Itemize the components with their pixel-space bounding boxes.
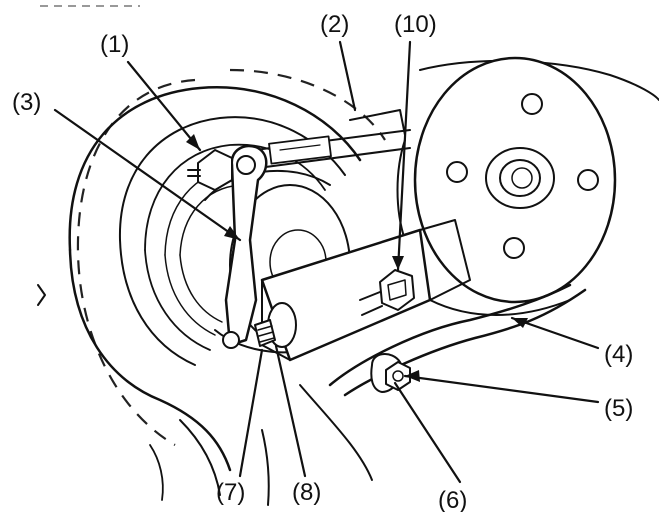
cam-housing: [260, 219, 471, 362]
callout-3: (3): [12, 89, 41, 116]
brake-rod: [254, 109, 411, 169]
tire: [68, 86, 373, 506]
leader-4: [510, 316, 600, 350]
leader-8: [274, 344, 307, 478]
callout-6: (6): [438, 487, 467, 512]
wheel-dashed-outline: [76, 68, 386, 446]
leader-7: [238, 348, 264, 478]
arrowhead-3: [224, 226, 240, 240]
callout-10: (10): [394, 11, 437, 38]
leader-arrowheads: [186, 134, 528, 382]
callout-8: (8): [292, 479, 321, 506]
leader-5: [403, 374, 600, 404]
callout-labels: (1) (2) (3) (4) (5) (6) (7) (8) (10): [12, 11, 633, 512]
hub-plate: [396, 56, 659, 316]
lock-bolt: [254, 319, 276, 347]
arrowhead-5: [405, 370, 420, 382]
adjust-nut: [187, 149, 233, 191]
wheel-edge-tick: [37, 284, 46, 306]
arrowhead-4: [512, 318, 528, 328]
callout-5: (5): [604, 395, 633, 422]
callout-7: (7): [216, 479, 245, 506]
leader-6: [393, 381, 462, 484]
leader-1: [126, 60, 202, 152]
arrowhead-1: [186, 134, 200, 150]
callout-4: (4): [604, 341, 633, 368]
leader-2: [338, 40, 357, 112]
brake-arm: [222, 144, 268, 349]
callout-1: (1): [100, 31, 129, 58]
pivot-nut: [385, 361, 411, 391]
leader-lines: [53, 40, 600, 484]
arrowhead-10: [392, 256, 404, 270]
callout-2: (2): [320, 11, 349, 38]
leader-10: [396, 40, 412, 272]
leader-3: [53, 108, 242, 242]
